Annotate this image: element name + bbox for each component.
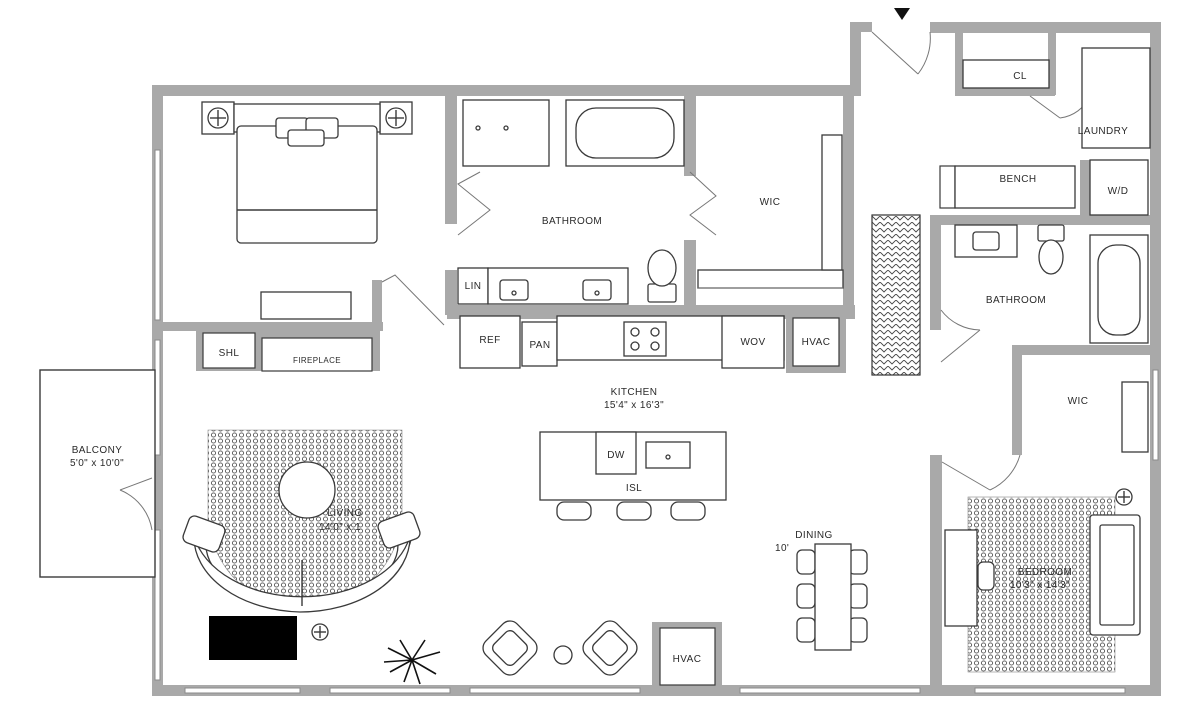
island-label: ISL (626, 483, 642, 494)
bench-label: BENCH (999, 174, 1036, 185)
fireplace-area: SHL FIREPLACE (202, 332, 373, 372)
outlet-icon (311, 623, 329, 641)
balcony-size: 5'0" x 10'0" (70, 458, 124, 469)
secondary-bathroom: BATHROOM (940, 224, 1149, 363)
closet-label: CL (1013, 71, 1027, 82)
living-size: 14'0" x 1 (319, 522, 361, 533)
fireplace-label: FIREPLACE (293, 356, 341, 365)
armchair (482, 620, 538, 676)
toilet-icon (647, 249, 677, 303)
bedroom-label: BEDROOM (1018, 567, 1072, 578)
windows (154, 149, 1159, 694)
wic-secondary-label: WIC (1068, 396, 1089, 407)
bathtub-icon (565, 99, 685, 167)
kitchen-size: 15'4" x 16'3" (604, 400, 664, 411)
shelf-label: SHL (219, 348, 240, 359)
kitchen: REF PAN WOV HVAC KITCHEN 15'4" x 16'3" D… (459, 315, 831, 521)
refrigerator-label: REF (479, 335, 500, 346)
balcony: BALCONY 5'0" x 10'0" (39, 369, 156, 578)
dining: DINING 10' (775, 530, 868, 651)
armchair (582, 620, 638, 676)
outlet-icon (385, 107, 407, 129)
secondary-wic: WIC (941, 381, 1149, 491)
living: LIVING 14'0" x 1 (182, 429, 702, 685)
bathroom-primary-label: BATHROOM (542, 216, 602, 227)
secondary-bedroom: BEDROOM 10'3" x 14'3" (944, 488, 1141, 673)
tv-console (209, 616, 297, 660)
bedroom-size: 10'3" x 14'3" (1010, 580, 1070, 591)
sink-icon (582, 279, 612, 301)
dishwasher-label: DW (607, 450, 625, 461)
outlet-icon (207, 107, 229, 129)
hvac-kitchen-label: HVAC (802, 337, 831, 348)
entry-arrow-icon (894, 8, 910, 20)
washer-dryer-label: W/D (1108, 186, 1129, 197)
outlet-icon (1115, 488, 1133, 506)
living-label: LIVING (327, 508, 362, 519)
hvac-living-label: HVAC (673, 654, 702, 665)
sink-icon (972, 231, 1000, 251)
linen-label: LIN (465, 281, 482, 292)
wic-primary-label: WIC (760, 197, 781, 208)
wall-oven-label: WOV (740, 337, 765, 348)
toilet-icon (1037, 224, 1065, 275)
hallway-runner (871, 214, 921, 376)
bathroom-secondary-label: BATHROOM (986, 295, 1046, 306)
dining-label: DINING (795, 530, 832, 541)
sink-icon (499, 279, 529, 301)
dining-size: 10' (775, 543, 789, 554)
sink-icon (645, 441, 691, 469)
primary-wic: WIC (697, 134, 844, 289)
plant-icon (383, 639, 441, 685)
pantry-label: PAN (529, 340, 550, 351)
bathtub-icon (1089, 234, 1149, 344)
laundry-area: CL LAUNDRY W/D BENCH (954, 47, 1151, 216)
primary-bathroom: BATHROOM LIN (457, 99, 717, 305)
stove-icon (623, 321, 667, 357)
kitchen-label: KITCHEN (611, 387, 658, 398)
balcony-label: BALCONY (72, 445, 123, 456)
entry (871, 8, 931, 75)
primary-bedroom (201, 101, 445, 326)
laundry-label: LAUNDRY (1078, 126, 1128, 137)
